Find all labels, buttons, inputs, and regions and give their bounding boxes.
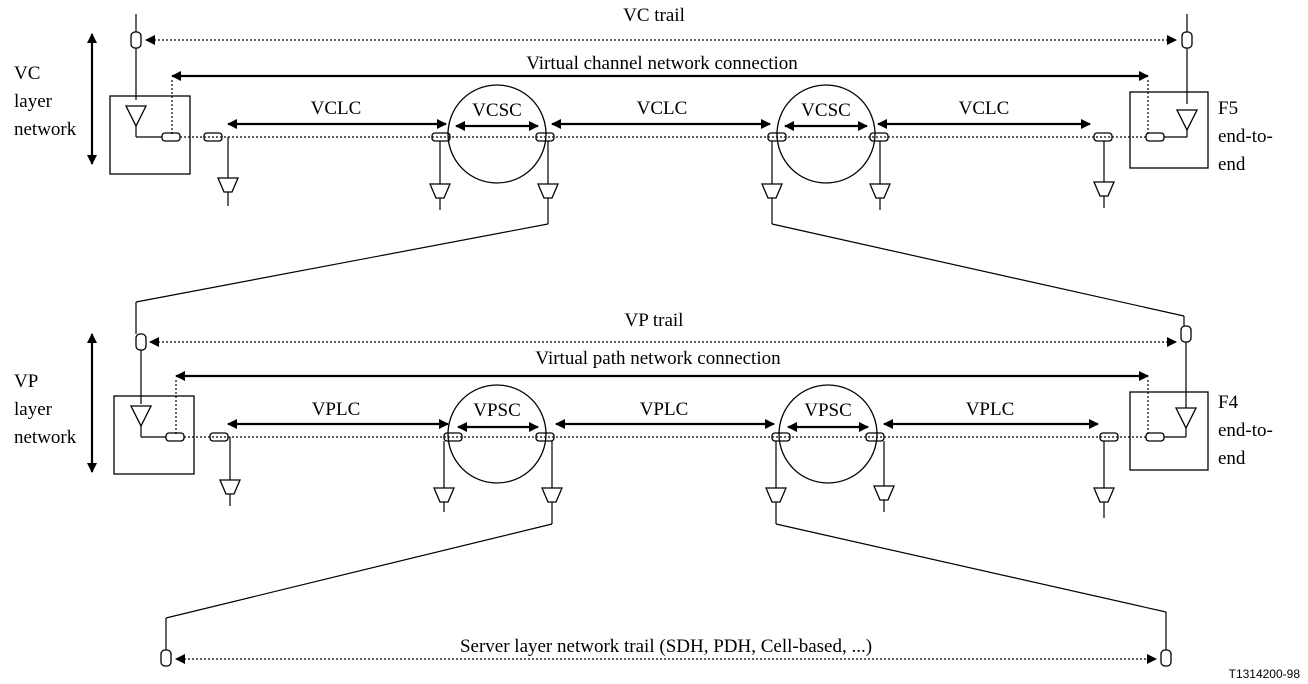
vc-trail-termination-right xyxy=(1181,31,1193,49)
server-trail-label: Server layer network trail (SDH, PDH, Ce… xyxy=(460,636,872,657)
vp-trail-termination-left xyxy=(135,333,147,351)
vcsc-circle-1 xyxy=(447,84,547,184)
vp-right-termination-icon xyxy=(1174,407,1198,430)
figure-reference: T1314200-98 xyxy=(1229,667,1301,681)
vclc-label-1: VCLC xyxy=(311,98,362,119)
server-layer-network: Server layer network trail (SDH, PDH, Ce… xyxy=(160,612,1172,667)
vp-left-termination-icon xyxy=(129,405,153,428)
vc-right-termination-icon xyxy=(1175,109,1199,132)
vpsc-circle-1 xyxy=(447,384,547,484)
vp-connection-points xyxy=(209,432,1119,524)
vc-endpoint-box-left xyxy=(109,95,191,175)
vc-vp-adaptation-lines xyxy=(135,223,1185,317)
vp-trail-label: VP trail xyxy=(625,310,684,331)
vp-endpoint-box-right xyxy=(1129,391,1209,471)
vcsc-circle-2 xyxy=(776,84,876,184)
vp-server-adaptation-lines xyxy=(165,523,1167,619)
vcsc-label-2: VCSC xyxy=(801,100,851,121)
vc-f5-label-2: end-to- xyxy=(1218,126,1273,147)
vc-trail-termination-left xyxy=(130,31,142,49)
vp-endpoint-box-left xyxy=(113,395,195,475)
vc-connection-points xyxy=(203,132,1115,224)
vclc-label-3: VCLC xyxy=(959,98,1010,119)
vc-side-label-1: VC xyxy=(14,63,40,84)
vp-layer-network: VP layer network VP trail Virtual path n… xyxy=(14,302,1273,524)
vc-f5-label-1: F5 xyxy=(1218,98,1238,119)
vp-f4-label-3: end xyxy=(1218,448,1246,469)
vplc-label-2: VPLC xyxy=(640,399,689,420)
vp-side-label-3: network xyxy=(14,427,77,448)
server-trail-termination-right xyxy=(1160,649,1172,667)
vp-f4-label-1: F4 xyxy=(1218,392,1239,413)
vc-connection-label: Virtual channel network connection xyxy=(526,53,798,74)
vpsc-label-2: VPSC xyxy=(804,400,852,421)
vcsc-label-1: VCSC xyxy=(472,100,522,121)
vc-left-termination-icon xyxy=(124,105,148,128)
vc-side-label-2: layer xyxy=(14,91,53,112)
vp-side-label-2: layer xyxy=(14,399,53,420)
vp-side-label-1: VP xyxy=(14,371,38,392)
vclc-label-2: VCLC xyxy=(637,98,688,119)
vp-connection-label: Virtual path network connection xyxy=(535,348,781,369)
vp-f4-label-2: end-to- xyxy=(1218,420,1273,441)
vc-trail-label: VC trail xyxy=(623,5,685,26)
vc-side-label-3: network xyxy=(14,119,77,140)
vp-trail-termination-right xyxy=(1180,325,1192,343)
vpsc-circle-2 xyxy=(778,384,878,484)
vpsc-label-1: VPSC xyxy=(473,400,521,421)
vc-endpoint-box-right xyxy=(1129,91,1209,169)
server-trail-termination-left xyxy=(160,649,172,667)
vplc-label-3: VPLC xyxy=(966,399,1015,420)
vplc-label-1: VPLC xyxy=(312,399,361,420)
vc-f5-label-3: end xyxy=(1218,154,1246,175)
vc-layer-network: VC layer network VC trail Virtual channe… xyxy=(14,5,1273,224)
